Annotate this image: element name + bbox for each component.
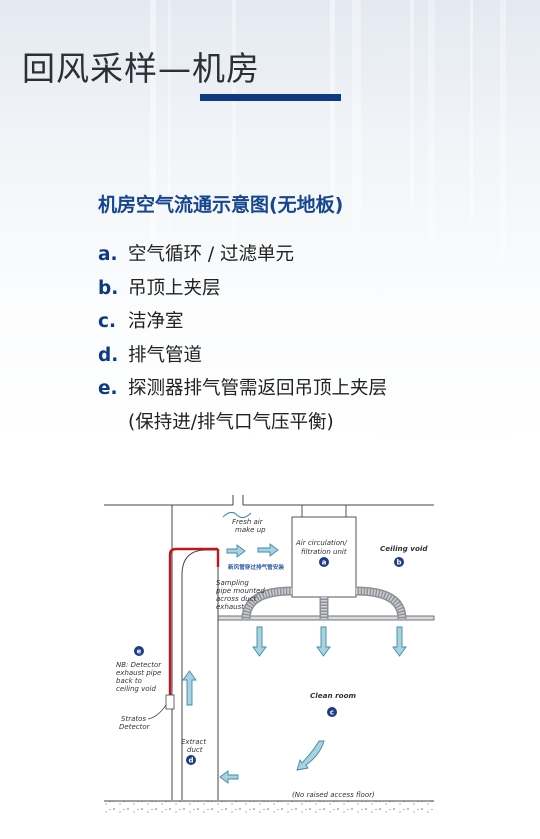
legend-item-a: a. 空气循环 / 过滤单元	[98, 238, 387, 272]
badge-a: a	[319, 557, 329, 567]
legend-letter: e.	[98, 378, 118, 399]
sampling-label-line3: across duct	[216, 595, 257, 603]
extract-duct-label-line2: duct	[187, 746, 203, 754]
stratos-detector-box	[165, 694, 175, 710]
fresh-air-flow-icon	[222, 511, 252, 519]
duct-up-arrow-icon	[182, 670, 197, 706]
supply-arrow-icon	[316, 626, 331, 657]
section-heading: 机房空气流通示意图(无地板)	[98, 194, 344, 216]
legend-letter: d.	[98, 344, 119, 366]
nb-label-line4: ceiling void	[116, 685, 156, 693]
legend-letter: a.	[98, 244, 118, 265]
legend-item-text: 洁净室	[128, 305, 184, 339]
legend-text-continued: (保持进/排气口气压平衡)	[128, 411, 334, 433]
legend-text: 探测器排气管需返回吊顶上夹层	[128, 378, 388, 399]
badge-e-circle	[134, 646, 144, 656]
legend-item-text: 探测器排气管需返回吊顶上夹层 (保持进/排气口气压平衡)	[128, 372, 387, 439]
detector-exhaust-pipe	[168, 547, 218, 695]
nb-label-line2: exhaust pipe	[116, 669, 161, 677]
overlay-note: 新风管穿过排气管安装	[228, 563, 284, 571]
badge-e: e	[134, 646, 144, 656]
badge-c-circle	[327, 707, 337, 717]
sampling-label-line4: exhaust	[216, 603, 244, 611]
unit-label-line1: Air circulation/	[295, 539, 347, 547]
floor-gravel	[104, 801, 434, 815]
clean-room-swirl-arrow-icon	[296, 740, 325, 771]
stratos-label-line2: Detector	[119, 723, 151, 731]
legend-text: 空气循环 / 过滤单元	[128, 244, 294, 265]
legend-letter: c.	[98, 311, 116, 332]
fresh-air-label-line2: make up	[235, 526, 266, 534]
title-underline	[200, 94, 341, 101]
legend-text: 洁净室	[128, 311, 184, 332]
badge-b-letter: b	[396, 559, 401, 567]
nb-label-line3: back to	[116, 677, 142, 685]
legend-item-e: e. 探测器排气管需返回吊顶上夹层 (保持进/排气口气压平衡)	[98, 372, 387, 439]
badge-b-circle	[394, 557, 404, 567]
legend-item-text: 空气循环 / 过滤单元	[128, 238, 294, 272]
detector-leader-line	[147, 704, 167, 720]
legend-item-b: b. 吊顶上夹层	[98, 272, 387, 306]
legend-letter: b.	[98, 277, 119, 299]
outflow-arrow-icon	[226, 544, 246, 558]
badge-a-letter: a	[322, 559, 327, 567]
flex-duct-right	[355, 586, 407, 620]
fresh-air-label-line1: Fresh air	[232, 518, 264, 526]
airflow-arrows	[182, 543, 407, 784]
floor-return-arrow-icon	[219, 770, 239, 784]
badge-a-circle	[319, 557, 329, 567]
nb-label-line1: NB: Detector	[116, 661, 162, 669]
badge-e-letter: e	[137, 648, 142, 656]
page-title: 回风采样—机房	[22, 49, 260, 88]
airflow-diagram: (No raised access floor) Air circulation…	[104, 495, 435, 815]
clean-room-label: Clean room	[310, 691, 357, 700]
sampling-label-line1: Sampling	[216, 579, 249, 587]
badge-d-letter: d	[188, 757, 193, 765]
flex-duct-left	[241, 586, 293, 620]
badge-d: d	[186, 755, 196, 765]
legend-text: 吊顶上夹层	[128, 277, 221, 299]
legend-item-text: 排气管道	[128, 339, 202, 373]
extract-duct-label-line1: Extract	[181, 738, 206, 746]
stratos-label-line1: Stratos	[121, 715, 146, 723]
badge-c-letter: c	[330, 709, 334, 717]
legend-item-text: 吊顶上夹层	[128, 272, 221, 306]
legend-list: a. 空气循环 / 过滤单元 b. 吊顶上夹层 c. 洁净室 d. 排气管道 e…	[98, 238, 387, 439]
sampling-label-line2: pipe mounted	[215, 587, 265, 595]
legend-item-c: c. 洁净室	[98, 305, 387, 339]
badge-d-circle	[186, 755, 196, 765]
legend-text: 排气管道	[128, 344, 203, 366]
legend-item-d: d. 排气管道	[98, 339, 387, 373]
badge-c: c	[327, 707, 337, 717]
badge-b: b	[394, 557, 404, 567]
ceiling-void-label: Ceiling void	[380, 544, 428, 553]
floor-note: (No raised access floor)	[292, 791, 375, 799]
supply-arrow-icon	[392, 626, 407, 657]
return-arrow-icon	[257, 543, 279, 557]
unit-label-line2: filtration unit	[301, 548, 347, 556]
supply-arrow-icon	[252, 626, 267, 657]
